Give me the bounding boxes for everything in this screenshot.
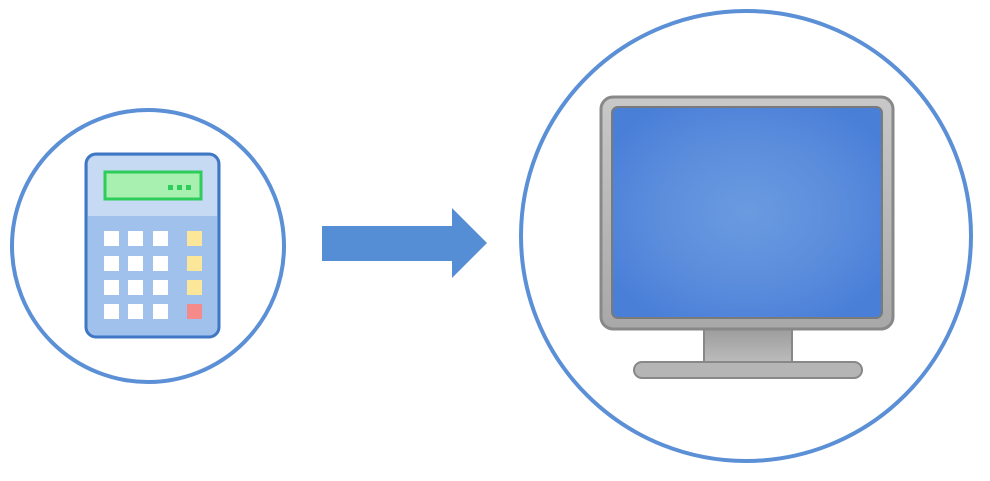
monitor-base — [633, 361, 863, 379]
monitor-icon — [599, 95, 895, 379]
right-arrow — [322, 208, 487, 278]
monitor-neck — [703, 325, 793, 365]
calculator-display — [103, 170, 203, 201]
monitor-screen — [611, 106, 883, 319]
calculator-node — [10, 108, 286, 384]
computer-node — [519, 9, 973, 463]
calculator-icon — [84, 152, 221, 339]
calculator-keys — [104, 231, 168, 319]
